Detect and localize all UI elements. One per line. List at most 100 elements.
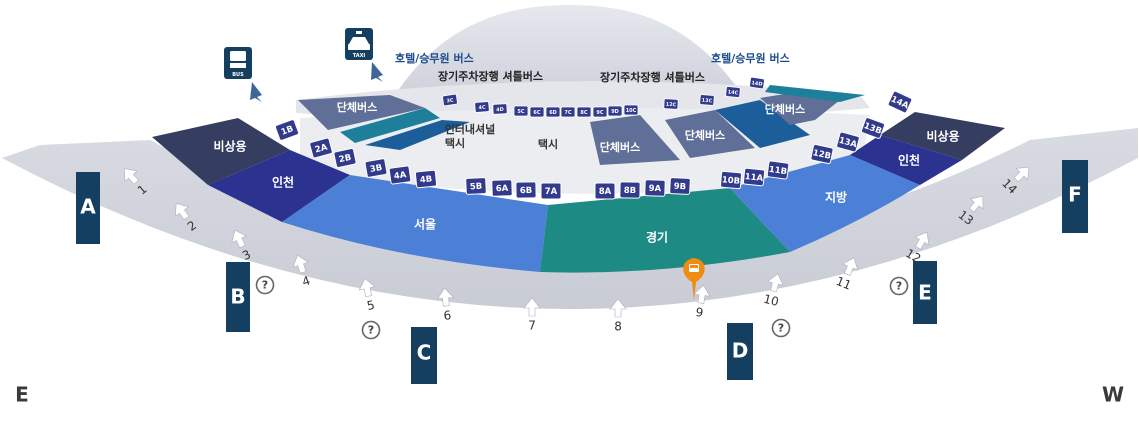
bus-icon-label: BUS	[232, 72, 244, 78]
stop-badge-label: 6A	[496, 184, 509, 194]
gate-d-box	[727, 323, 753, 380]
info-icon: ?	[889, 276, 909, 296]
door-number: 12	[903, 246, 923, 266]
stop-badge: 13B	[860, 117, 886, 139]
door-number: 11	[834, 274, 853, 293]
inner-charter-left	[298, 95, 425, 130]
mini-stop-badge-label: 9D	[611, 109, 619, 115]
door-arrow-icon	[358, 278, 376, 298]
zone-emergency-left	[152, 118, 290, 185]
inner-label-charter-right: 단체버스	[765, 102, 805, 116]
stop-badge-label: 12B	[812, 148, 832, 162]
gate-f-box	[1062, 160, 1088, 233]
info-icon-label: ?	[262, 279, 268, 292]
inner-teal-right	[765, 85, 865, 102]
zone-incheon-left	[208, 150, 350, 222]
door-arrow-icon	[609, 298, 627, 318]
stop-badge-label: 6B	[520, 186, 533, 196]
info-icon-label: ?	[368, 324, 374, 337]
stop-badge: 8B	[619, 181, 641, 199]
door-number: 5	[366, 298, 376, 313]
stop-badge: 8A	[594, 182, 616, 200]
gate-a-label: A	[80, 195, 96, 219]
inner-label-charter-mid: 단체버스	[600, 140, 640, 154]
inner-label-charter-left: 단체버스	[337, 100, 377, 114]
gate-c-label: C	[417, 341, 432, 365]
gate-b-label: B	[230, 285, 245, 309]
stop-badge-label: 13A	[838, 136, 859, 151]
mini-stop-badge-label: 13C	[701, 98, 712, 105]
header-longterm-right: 장기주차장행 셔틀버스	[600, 70, 705, 84]
inner-label-taxi: 택시	[538, 137, 558, 151]
mini-stop-badge-label: 12C	[665, 102, 676, 109]
zone-seoul	[282, 175, 548, 272]
door-number: 4	[300, 273, 312, 289]
direction-west: W	[1102, 383, 1124, 407]
header-longterm-left: 장기주차장행 셔틀버스	[438, 69, 543, 83]
stop-badge: 7A	[540, 182, 562, 200]
stop-badge-label: 8B	[624, 186, 637, 196]
door-number: 6	[443, 308, 452, 323]
info-icon: ?	[361, 320, 381, 340]
info-icon-label: ?	[896, 280, 902, 293]
gate-d: D	[727, 323, 753, 380]
info-icon-label: ?	[778, 322, 784, 335]
door-number: 9	[695, 305, 705, 320]
door-arrow-icon	[124, 168, 139, 185]
gate-c: C	[411, 327, 437, 384]
stop-badge-label: 4A	[393, 170, 407, 182]
info-icons: ????	[255, 275, 909, 340]
mini-stop-badge-label: 6C	[533, 110, 540, 116]
mini-stop-badge-label: 8C	[580, 110, 587, 116]
info-icon: ?	[771, 318, 791, 338]
stop-badge-label: 9A	[649, 184, 662, 194]
stop-badge-label: 10B	[721, 175, 740, 187]
mini-stop-badge-label: 6D	[549, 110, 557, 116]
door-arrow-icon	[842, 257, 859, 276]
stop-badge-label: 9B	[673, 182, 686, 193]
stop-badge-label: 11B	[768, 165, 788, 177]
door-marker: 4	[292, 254, 312, 289]
stop-badge: 12B	[810, 143, 834, 165]
stop-badge: 5B	[465, 177, 487, 195]
door-number: 8	[614, 320, 622, 334]
stop-badge-label: 2A	[314, 142, 329, 155]
mini-stop-badge: 13C	[699, 94, 715, 106]
stop-badge: 4A	[388, 165, 412, 185]
zone-label-emergency-right: 비상용	[926, 129, 959, 144]
mini-stop-badge: 10C	[623, 104, 639, 116]
bus-icon: BUS	[224, 47, 262, 102]
mini-stop-badge-label: 5C	[517, 109, 524, 115]
door-number: 10	[762, 292, 780, 309]
zone-label-jibang: 지방	[825, 190, 847, 205]
gate-a: A	[76, 172, 100, 244]
mini-stop-badge-label: 14D	[751, 80, 763, 87]
inner-label-intl-taxi-line1: 인터내셔널	[445, 122, 496, 136]
zone-label-gyeonggi: 경기	[646, 230, 668, 245]
gate-b-box	[226, 262, 250, 332]
stop-badge: 4B	[414, 169, 438, 189]
mini-stop-badge: 5C	[513, 105, 529, 117]
mini-stop-badge-label: 7C	[564, 110, 571, 116]
mini-stop-badge: 7C	[560, 106, 576, 118]
bus-stop-marker-icon	[683, 258, 705, 300]
inner-charter-mid	[590, 115, 680, 165]
mini-stop-badge: 6C	[529, 106, 545, 118]
door-marker: 10	[762, 273, 784, 309]
direction-east: E	[15, 383, 29, 407]
zone-gyeonggi	[540, 188, 790, 273]
door-arrow-icon	[1013, 166, 1030, 183]
inner-charter-right-mid	[665, 110, 755, 158]
gate-d-label: D	[732, 339, 749, 363]
stop-badge-label: 4B	[419, 174, 432, 185]
stop-badge: 2B	[333, 147, 357, 169]
info-icon: ?	[255, 275, 275, 295]
gate-e: E	[913, 261, 937, 324]
stop-badge: 2A	[309, 137, 333, 159]
zone-emergency-right	[880, 112, 1005, 160]
door-marker: 6	[436, 287, 455, 323]
mini-stop-badge: 8C	[576, 106, 592, 118]
zone-label-incheon-right: 인천	[898, 153, 920, 168]
